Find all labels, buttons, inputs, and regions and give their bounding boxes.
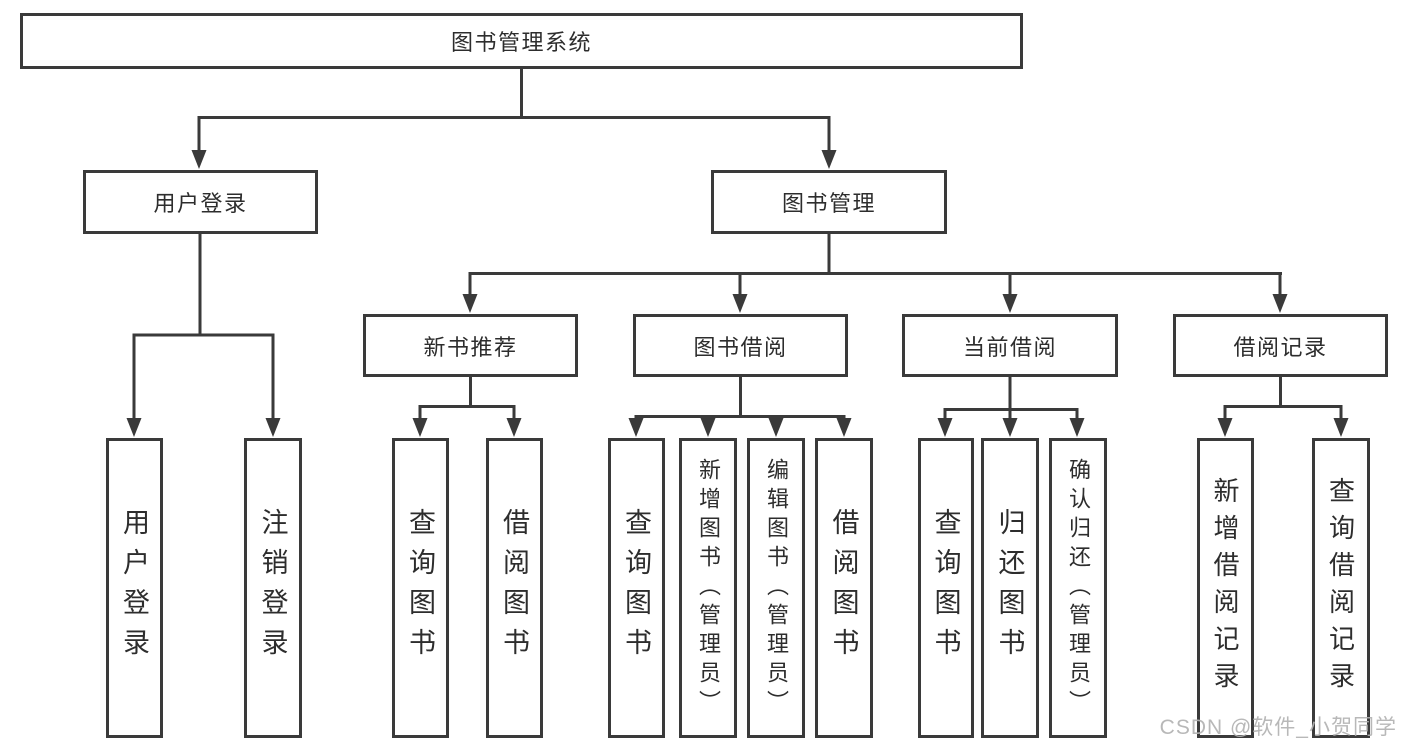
- arrowhead-icon: [191, 150, 207, 169]
- leaf-logout: 注销登录: [244, 438, 302, 738]
- arrowhead-icon: [412, 418, 428, 437]
- arrowhead-icon: [836, 418, 852, 437]
- leaf-label: 归还图书: [994, 508, 1025, 668]
- leaf-edit-book-admin: 编辑图书（管理员）: [747, 438, 805, 738]
- leaf-label: 借阅图书: [499, 508, 529, 668]
- leaf-query-borrow-record: 查询借阅记录: [1312, 438, 1370, 738]
- leaf-label: 查询图书: [405, 508, 435, 668]
- node-new-book-recommend: 新书推荐: [363, 314, 578, 377]
- arrowhead-icon: [1217, 418, 1233, 437]
- leaf-user-login: 用户登录: [106, 438, 163, 738]
- arrowhead-icon: [126, 418, 142, 437]
- leaf-label: 查询图书: [621, 508, 651, 668]
- leaf-return-book: 归还图书: [981, 438, 1039, 738]
- leaf-add-borrow-record: 新增借阅记录: [1197, 438, 1254, 738]
- leaf-label: 借阅图书: [828, 508, 859, 668]
- leaf-label: 查询借阅记录: [1325, 477, 1356, 699]
- leaf-label: 新增图书（管理员）: [696, 457, 721, 719]
- leaf-query-book-current: 查询图书: [918, 438, 974, 738]
- leaf-label: 新增借阅记录: [1210, 477, 1240, 699]
- node-borrow-record: 借阅记录: [1173, 314, 1388, 377]
- arrowhead-icon: [1002, 294, 1018, 313]
- arrowhead-icon: [700, 418, 716, 437]
- leaf-label: 用户登录: [119, 508, 149, 668]
- node-user-login-branch: 用户登录: [83, 170, 318, 234]
- leaf-borrow-book: 借阅图书: [815, 438, 873, 738]
- node-label: 新书推荐: [423, 334, 518, 360]
- node-current-borrow: 当前借阅: [902, 314, 1118, 377]
- arrowhead-icon: [506, 418, 522, 437]
- node-book-borrow: 图书借阅: [633, 314, 848, 377]
- leaf-borrow-book-recommend: 借阅图书: [486, 438, 543, 738]
- csdn-watermark: CSDN @软件_小贺同学: [1159, 716, 1397, 739]
- arrowhead-icon: [462, 294, 478, 313]
- node-label: 图书管理系统: [450, 30, 592, 55]
- leaf-label: 确认归还（管理员）: [1066, 457, 1091, 719]
- node-label: 用户登录: [153, 191, 248, 216]
- arrowhead-icon: [1272, 294, 1288, 313]
- node-book-management-branch: 图书管理: [711, 170, 947, 234]
- leaf-add-book-admin: 新增图书（管理员）: [679, 438, 737, 738]
- arrowhead-icon: [732, 294, 748, 313]
- arrowhead-icon: [768, 418, 784, 437]
- node-label: 当前借阅: [962, 334, 1057, 360]
- node-label: 借阅记录: [1233, 334, 1328, 360]
- leaf-query-book-borrow: 查询图书: [608, 438, 665, 738]
- arrowhead-icon: [937, 418, 953, 437]
- arrowhead-icon: [1002, 418, 1018, 437]
- arrowhead-icon: [265, 418, 281, 437]
- arrowhead-icon: [821, 150, 837, 169]
- leaf-confirm-return-admin: 确认归还（管理员）: [1049, 438, 1107, 738]
- leaf-label: 编辑图书（管理员）: [764, 457, 789, 719]
- arrowhead-icon: [628, 418, 644, 437]
- node-label: 图书管理: [781, 191, 876, 216]
- leaf-query-book-recommend: 查询图书: [392, 438, 449, 738]
- arrowhead-icon: [1069, 418, 1085, 437]
- node-root-system: 图书管理系统: [20, 13, 1023, 69]
- arrowhead-icon: [1333, 418, 1349, 437]
- leaf-label: 注销登录: [257, 508, 288, 668]
- node-label: 图书借阅: [693, 334, 788, 360]
- leaf-label: 查询图书: [930, 508, 961, 668]
